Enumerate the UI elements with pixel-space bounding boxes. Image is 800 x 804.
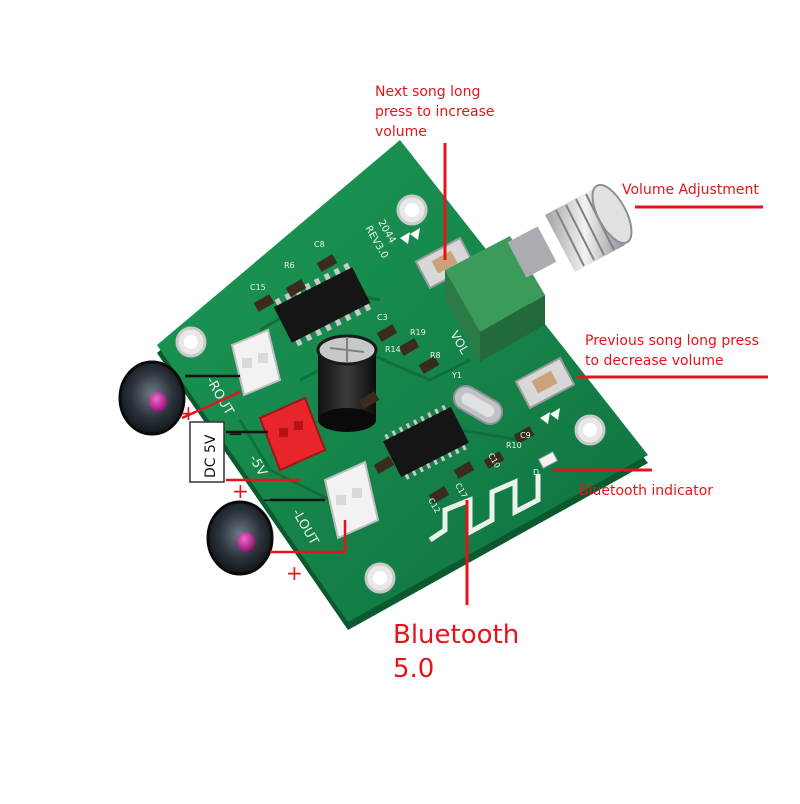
r19-label: R19 <box>410 328 426 337</box>
next-song-callout: Next song long press to increase volume <box>375 84 495 140</box>
crystal-oscillator <box>452 385 504 425</box>
minus-mark-1: − <box>228 424 243 445</box>
c9-label: C9 <box>520 431 531 440</box>
r10-label: R10 <box>506 441 522 450</box>
y1-label: Y1 <box>451 371 462 380</box>
mounting-holes <box>175 194 606 594</box>
power-connector <box>258 396 327 472</box>
smd-components <box>253 254 535 504</box>
volume-knob <box>445 183 633 362</box>
minus-mark-2: − <box>262 490 277 511</box>
callout-lines <box>443 143 768 605</box>
c3-label: C3 <box>377 313 388 322</box>
bluetooth-antenna <box>428 474 541 543</box>
r6-label: R6 <box>284 261 295 270</box>
minus-marks: − − <box>228 424 277 511</box>
button-arrow-marks <box>400 228 560 424</box>
previous-song-callout: Previous song long press to decrease vol… <box>585 333 759 369</box>
speaker-left <box>206 500 274 576</box>
plus-mark-2: + <box>232 479 249 503</box>
plus-mark-3: + <box>286 561 303 585</box>
c8-label: C8 <box>314 240 325 249</box>
electrolytic-capacitor <box>316 334 378 432</box>
speaker-right <box>118 360 186 436</box>
pcb-board <box>157 140 648 622</box>
bluetooth-led <box>537 451 559 469</box>
r8-label: R8 <box>430 351 441 360</box>
right-output-connector <box>230 328 282 397</box>
bluetooth-ic <box>383 404 469 480</box>
previous-song-button <box>514 356 576 410</box>
volume-adjustment-callout: Volume Adjustment <box>622 182 759 198</box>
left-output-connector <box>323 460 380 540</box>
r14-label: R14 <box>385 345 401 354</box>
plus-mark-1: + <box>180 401 197 425</box>
bluetooth-indicator-callout: Bluetooth indicator <box>579 483 714 499</box>
amplifier-ic <box>273 262 372 347</box>
dc-5v-text: DC 5V <box>203 434 219 478</box>
bluetooth-version-callout: Bluetooth 5.0 <box>393 620 520 684</box>
c15-label: C15 <box>250 283 266 292</box>
d-label: D <box>533 468 539 477</box>
polarity-marks: + + + <box>180 401 303 585</box>
dc-5v-label-box: DC 5V <box>189 421 225 483</box>
wiring <box>181 374 347 554</box>
